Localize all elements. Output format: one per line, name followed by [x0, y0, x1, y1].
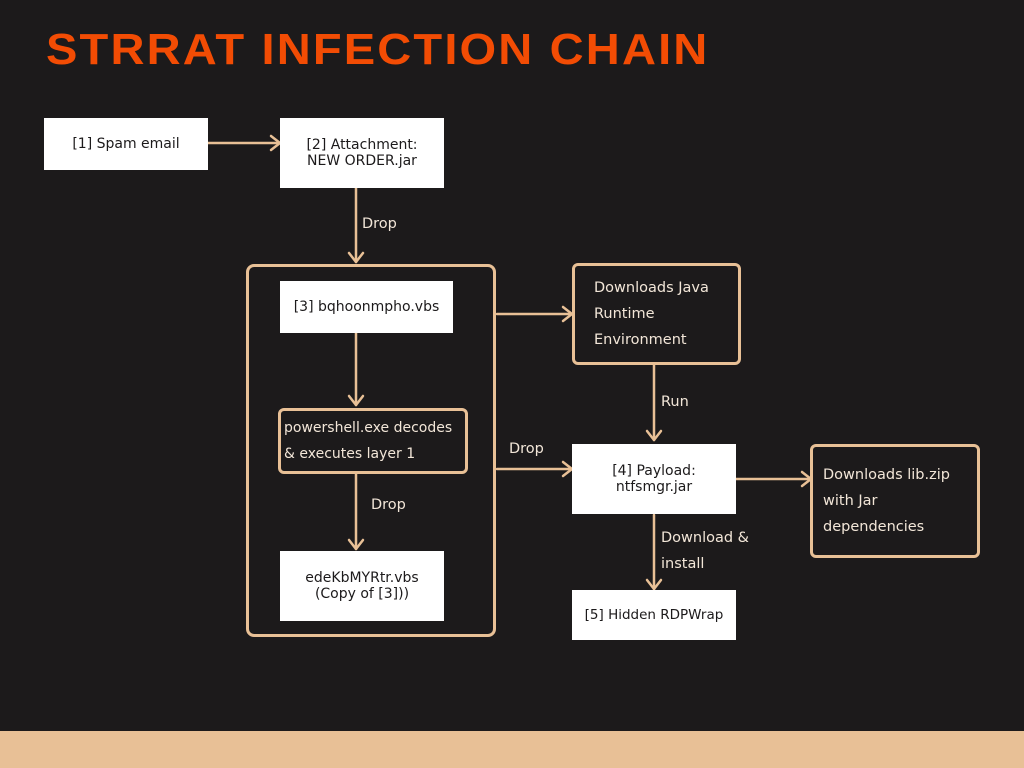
node-attachment-label-2: NEW ORDER.jar: [307, 153, 417, 169]
edge-label-drop-powershell: Drop: [371, 497, 406, 513]
node-payload-label-2: ntfsmgr.jar: [615, 479, 693, 495]
node-copy-vbs-label-1: edeKbMYRtr.vbs: [305, 570, 419, 586]
edge-label-download-install-1: Download &: [661, 530, 749, 546]
arrow-spam-to-attachment: [206, 134, 282, 152]
arrow-container-to-java: [495, 305, 574, 323]
footer-bar: [0, 731, 1024, 768]
node-payload-label-1: [4] Payload:: [612, 463, 696, 479]
node-vbs-label: [3] bqhoonmpho.vbs: [293, 299, 440, 315]
arrow-vbs-to-powershell: [347, 331, 365, 407]
node-java-runtime-label-1: Downloads Java: [594, 280, 709, 296]
arrow-java-to-payload: [645, 362, 663, 442]
edge-label-drop-payload: Drop: [509, 441, 544, 457]
node-spam-email-label: [1] Spam email: [72, 136, 180, 152]
arrow-payload-to-rdpwrap: [645, 513, 663, 591]
node-libzip-label-3: dependencies: [823, 519, 925, 535]
arrow-payload-to-libzip: [734, 470, 813, 488]
node-powershell: powershell.exe decodes & executes layer …: [278, 408, 468, 474]
node-libzip-label-1: Downloads lib.zip: [823, 467, 950, 483]
node-attachment-label-1: [2] Attachment:: [306, 137, 418, 153]
node-java-runtime-label-3: Environment: [594, 332, 687, 348]
node-attachment: [2] Attachment: NEW ORDER.jar: [280, 118, 444, 188]
edge-label-run: Run: [661, 394, 689, 410]
node-spam-email: [1] Spam email: [44, 118, 208, 170]
node-copy-vbs-label-2: (Copy of [3])): [314, 586, 410, 602]
node-rdpwrap: [5] Hidden RDPWrap: [572, 590, 736, 640]
node-vbs: [3] bqhoonmpho.vbs: [280, 281, 453, 333]
node-rdpwrap-label: [5] Hidden RDPWrap: [584, 607, 724, 623]
edge-label-download-install-2: install: [661, 556, 705, 572]
dropper-stage-group: [246, 264, 496, 637]
node-copy-vbs: edeKbMYRtr.vbs (Copy of [3])): [280, 551, 444, 621]
arrow-attachment-to-container: [347, 186, 365, 264]
node-payload: [4] Payload: ntfsmgr.jar: [572, 444, 736, 514]
node-powershell-label-2: & executes layer 1: [284, 446, 416, 462]
arrow-container-to-payload: [495, 460, 574, 478]
arrow-powershell-to-copy: [347, 472, 365, 551]
page-title: STRRAT INFECTION CHAIN: [46, 25, 710, 74]
node-libzip-label-2: with Jar: [823, 493, 878, 509]
node-libzip: Downloads lib.zip with Jar dependencies: [810, 444, 980, 558]
edge-label-drop-attachment: Drop: [362, 216, 397, 232]
edge-label-download-install: Download & install: [661, 525, 749, 577]
node-java-runtime-label-2: Runtime: [594, 306, 655, 322]
node-java-runtime: Downloads Java Runtime Environment: [572, 263, 741, 365]
node-powershell-label-1: powershell.exe decodes: [284, 420, 453, 436]
